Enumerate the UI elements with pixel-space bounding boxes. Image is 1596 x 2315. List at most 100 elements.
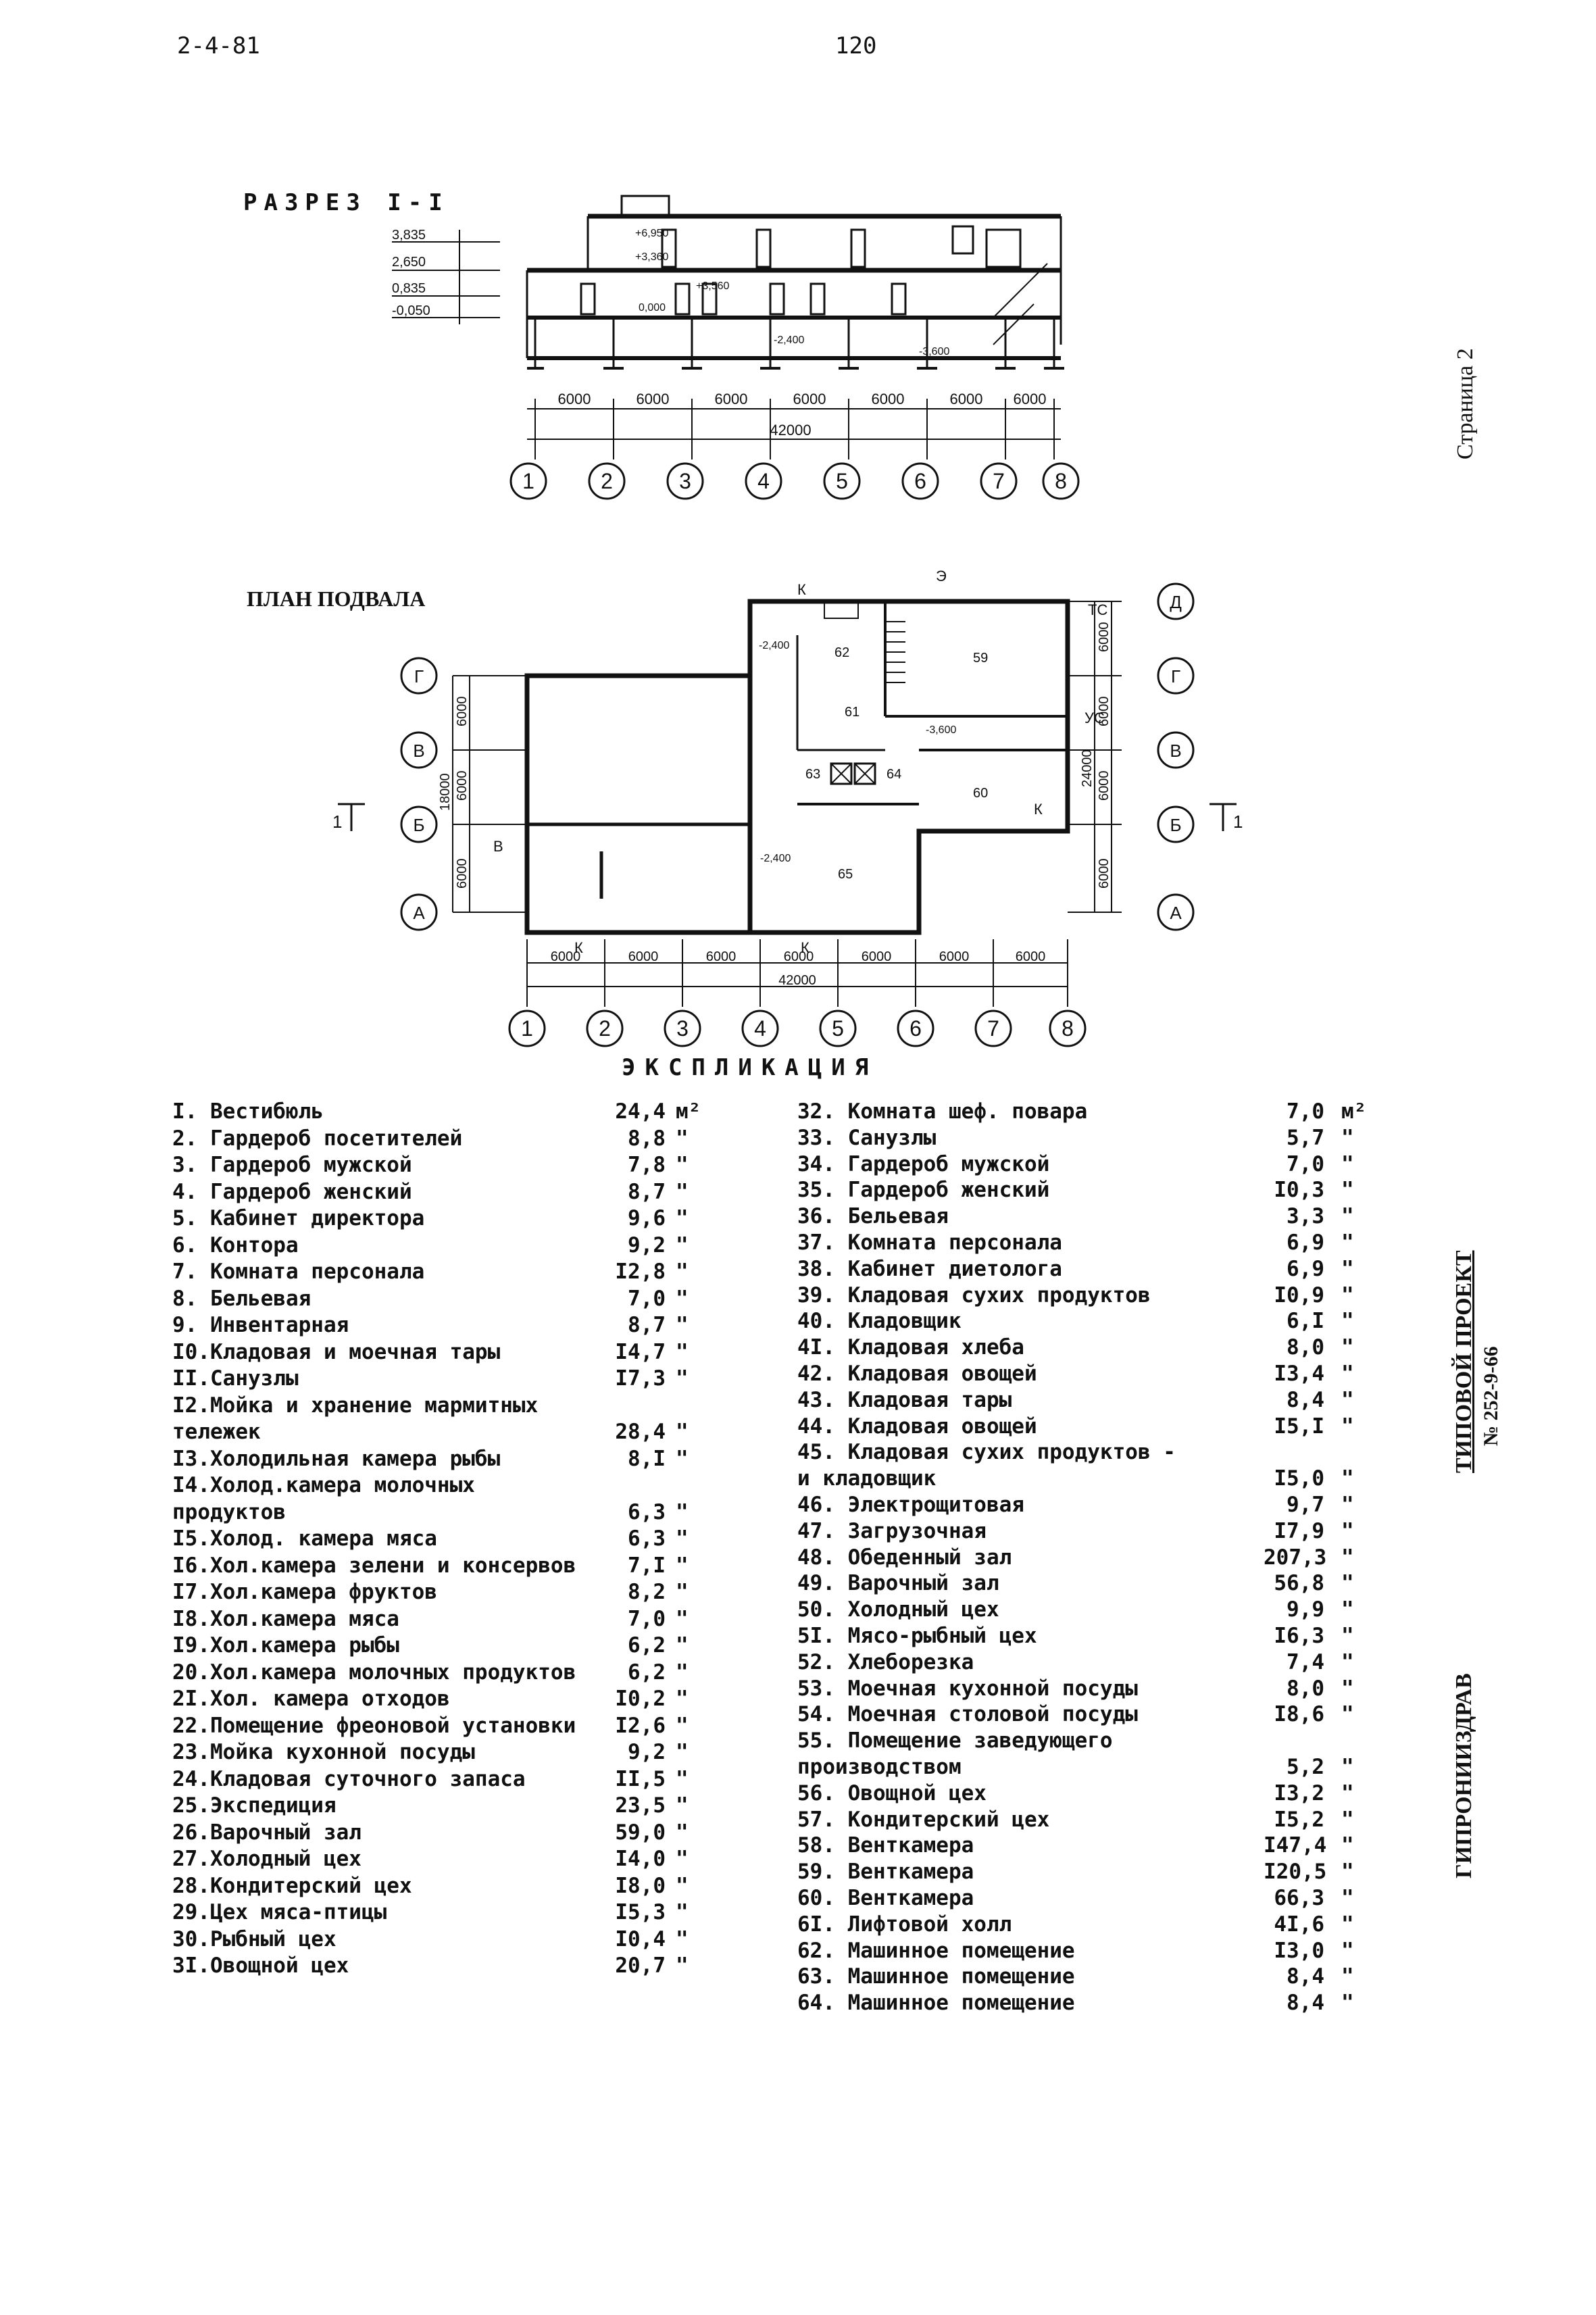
row-axis-g-left: Г (414, 666, 424, 687)
explication-item-unit: " (1341, 1702, 1354, 1727)
explication-item-name: I4.Холод.камера молочных (172, 1473, 475, 1497)
explication-item-area: 7,0 (1287, 1099, 1324, 1124)
explication-item-area: I0,3 (1274, 1178, 1324, 1203)
plan-axis-3: 3 (676, 1016, 689, 1041)
explication-item-name: 24.Кладовая суточного запаса (172, 1766, 526, 1791)
plan-mark-2: -3,600 (926, 724, 956, 736)
plan-span-3: 6000 (706, 949, 737, 964)
plan-axis-5: 5 (832, 1016, 844, 1041)
explication-item-unit: " (1341, 1309, 1354, 1334)
left-total: 18000 (438, 773, 453, 811)
explication-item-area: 9,7 (1287, 1493, 1324, 1517)
room-62: 62 (834, 645, 849, 660)
side-page-label: Страница 2 (1453, 348, 1478, 459)
explication-item-unit: " (1341, 1833, 1354, 1858)
explication-item-name: 2I.Хол. камера отходов (172, 1687, 450, 1711)
explication-item-unit: " (1341, 1571, 1354, 1596)
explication-item-area: I8,0 (615, 1873, 666, 1898)
explication-item-name: 59. Венткамера (797, 1860, 974, 1885)
right-total: 24000 (1080, 749, 1095, 787)
explication-item-unit: " (1341, 1230, 1354, 1255)
explication-item-name: 23.Мойка кухонной посуды (172, 1740, 475, 1764)
explication-item-unit: " (676, 1847, 689, 1871)
room-61: 61 (845, 705, 859, 720)
explication-item-area: I7,9 (1274, 1518, 1324, 1543)
plan-mark-3: -2,400 (760, 853, 791, 864)
explication-item-area: 7,0 (628, 1606, 666, 1631)
explication-item-name: I2.Мойка и хранение мармитных (172, 1393, 539, 1418)
explication-item-area: I5,3 (615, 1900, 666, 1924)
plan-span-6: 6000 (939, 949, 970, 964)
mark-3: +3,560 (696, 280, 729, 292)
explication-item-area: 8,0 (1287, 1676, 1324, 1701)
right-dim-1: 6000 (1097, 622, 1112, 653)
explication-item-area: I5,2 (1274, 1807, 1324, 1832)
explication-item-name: 4I. Кладовая хлеба (797, 1335, 1024, 1360)
explication-item-unit: " (1341, 1807, 1354, 1832)
explication-item-area: 6,2 (628, 1660, 666, 1685)
explication-item-name: 39. Кладовая сухих продуктов (797, 1283, 1151, 1308)
explication-item-area: 6,I (1287, 1309, 1324, 1334)
explication-item-unit: " (1341, 1860, 1354, 1885)
explication-item-area: I47,4 (1264, 1833, 1327, 1858)
label-k-bottom-2: К (801, 939, 809, 956)
explication-item-name: 22.Помещение фреоновой установки (172, 1713, 576, 1738)
axis-3: 3 (679, 469, 691, 493)
mark-4: 0,000 (639, 302, 666, 314)
explication-item-area: 8,0 (1287, 1335, 1324, 1360)
explication-item-name: 3. Гардероб мужской (172, 1153, 412, 1177)
right-dim-2: 6000 (1097, 697, 1112, 727)
explication-item-area: 5,7 (1287, 1125, 1324, 1150)
explication-item-name: 26.Варочный зал (172, 1820, 361, 1845)
label-k-top: К (797, 581, 806, 598)
plan-drawing: Д Г Г В В Б Б А А 62 59 61 63 64 60 65 -… (332, 568, 1243, 1047)
left-dim-1: 6000 (455, 697, 470, 727)
explication-item-unit: " (676, 1580, 689, 1604)
explication-item-name: 29.Цех мяса-птицы (172, 1900, 387, 1924)
span-1: 6000 (558, 391, 591, 407)
explication-item-area: 6,9 (1287, 1256, 1324, 1281)
explication-item-area: 6,3 (628, 1526, 666, 1551)
explication-item-unit: " (1341, 1178, 1354, 1203)
explication-item-unit: " (1341, 1938, 1354, 1963)
explication-item-area: 6,9 (1287, 1230, 1324, 1255)
explication-item-area: 66,3 (1274, 1886, 1324, 1910)
level-3: 0,835 (392, 281, 426, 296)
explication-item-unit: м² (676, 1099, 701, 1124)
room-60: 60 (973, 786, 988, 801)
section-drawing: 3,835 2,650 0,835 -0,050 +6,950 +3,360 +… (392, 195, 1080, 500)
explication-item-unit: " (676, 1446, 689, 1471)
explication-item-name: 6I. Лифтовой холл (797, 1912, 1012, 1937)
explication-item-area: 9,9 (1287, 1597, 1324, 1622)
plan-axis-6: 6 (909, 1016, 922, 1041)
explication-item-area: I0,2 (615, 1687, 666, 1711)
explication-item-area: I8,6 (1274, 1702, 1324, 1727)
row-axis-g-right: Г (1171, 666, 1180, 687)
explication-item-area: I0,4 (615, 1926, 666, 1951)
explication-item-name: 42. Кладовая овощей (797, 1362, 1037, 1386)
right-dim-4: 6000 (1097, 859, 1112, 889)
explication-item-unit: " (676, 1900, 689, 1924)
explication-item-area: 8,8 (628, 1126, 666, 1151)
explication-item-name: 52. Хлеборезка (797, 1649, 974, 1674)
plan-axis-4: 4 (754, 1016, 766, 1041)
explication-item-name: 53. Моечная кухонной посуды (797, 1676, 1138, 1701)
explication-item-area: 207,3 (1264, 1545, 1327, 1570)
section-mark-left: 1 (332, 812, 342, 832)
side-project-number: № 252-9-66 (1480, 1346, 1502, 1446)
plan-span-7: 6000 (1016, 949, 1046, 964)
explication-item-unit: " (676, 1953, 689, 1978)
explication-item-name: 54. Моечная столовой посуды (797, 1702, 1138, 1727)
explication-item-area: 8,4 (1287, 1964, 1324, 1989)
explication-item-name: 56. Овощной цех (797, 1781, 987, 1806)
explication-item-unit: " (676, 1926, 689, 1951)
section-mark-right: 1 (1233, 812, 1243, 832)
explication-item-name: 3I.Овощной цех (172, 1953, 349, 1978)
explication-item-name: 37. Комната персонала (797, 1230, 1062, 1255)
explication-item-name: 55. Помещение заведующего (797, 1728, 1113, 1753)
explication-item-area: I2,6 (615, 1713, 666, 1738)
plan-axis-8: 8 (1062, 1016, 1074, 1041)
explication-title: ЭКСПЛИКАЦИЯ (622, 1054, 878, 1081)
plan-axis-1: 1 (521, 1016, 533, 1041)
explication-item-area: 8,7 (628, 1179, 666, 1204)
